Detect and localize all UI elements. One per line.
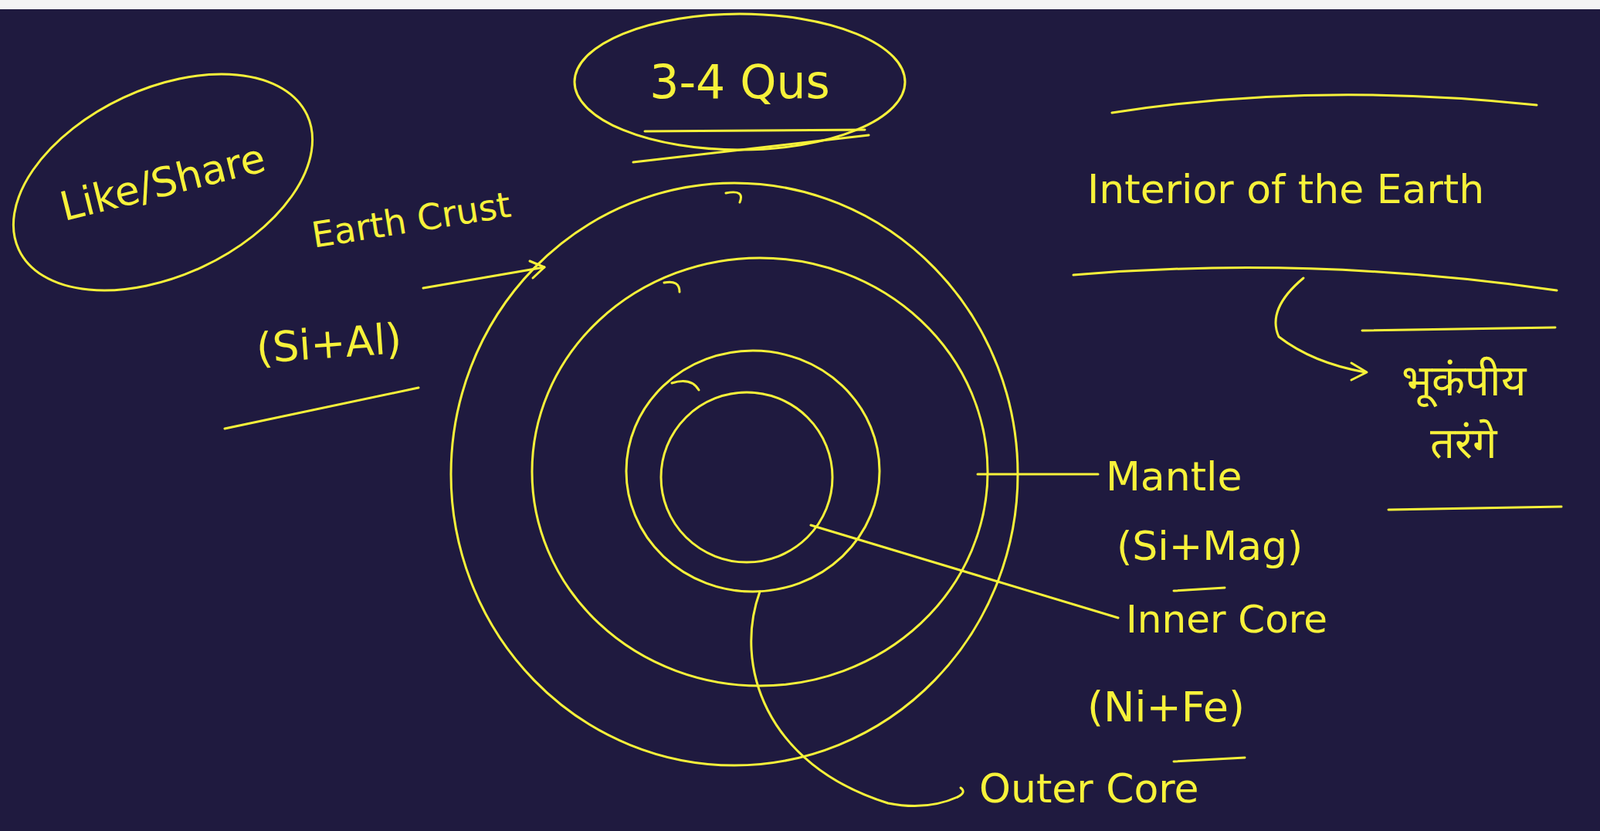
pen-tick <box>664 281 680 292</box>
mantle-circle <box>532 257 988 686</box>
underline <box>224 387 419 429</box>
pen-tick <box>957 787 963 797</box>
outer-core-circle <box>626 350 880 592</box>
ellipse-shape <box>574 13 906 150</box>
underline <box>644 129 865 132</box>
layer-label: Mantle <box>1105 452 1243 501</box>
composition-label: (Ni+Fe) <box>1087 682 1245 733</box>
leader-arrow <box>423 267 545 289</box>
pen-tick <box>671 380 699 390</box>
rule <box>1362 327 1556 331</box>
title-rule <box>1111 94 1537 113</box>
question-count-ellipse: 3-4 Qus <box>571 10 909 153</box>
underline <box>1173 757 1245 762</box>
layer-label: Outer Core <box>979 764 1200 813</box>
like-share-ellipse: Like/Share <box>0 85 326 279</box>
composition-label: (Si+Al) <box>254 314 404 375</box>
rule <box>1388 506 1562 510</box>
arrow-head <box>529 261 545 278</box>
layer-label: Inner Core <box>1125 596 1328 643</box>
leader-line <box>810 525 1119 618</box>
ellipse-shape <box>0 30 347 334</box>
pen-tick <box>725 192 742 203</box>
inner-core-circle <box>661 392 833 563</box>
underline <box>1173 587 1225 591</box>
title-rule <box>1073 267 1557 291</box>
node-text: Like/Share <box>55 133 271 231</box>
hindi-note: भूकंपीय तरंगे <box>1401 349 1526 475</box>
composition-label: (Si+Mag) <box>1116 522 1303 570</box>
node-text: 3-4 Qus <box>649 54 831 110</box>
layer-label: Earth Crust <box>308 183 515 258</box>
leader-line <box>751 591 958 807</box>
arrow-head <box>1351 362 1367 380</box>
leader-line <box>977 473 1099 476</box>
diagram-title: Interior of the Earth <box>1087 165 1485 214</box>
crust-circle <box>450 183 1018 766</box>
top-bar <box>0 0 1600 10</box>
hook-arrow <box>1275 277 1366 373</box>
